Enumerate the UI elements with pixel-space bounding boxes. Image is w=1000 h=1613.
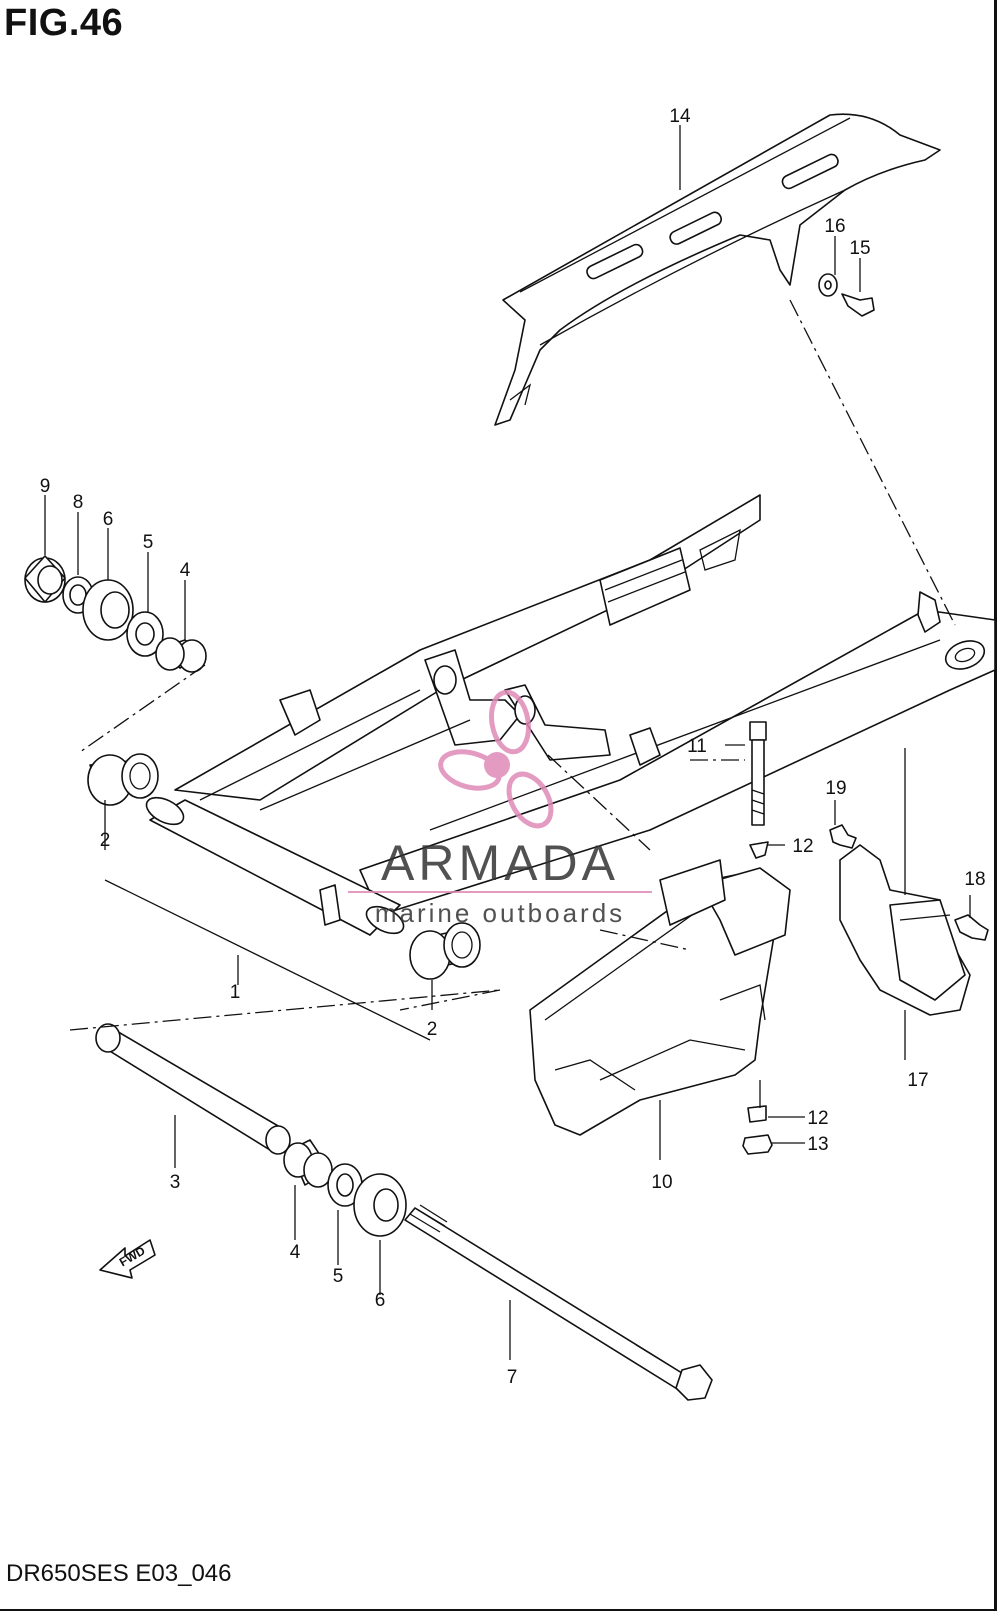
callout-14: 14 (669, 106, 691, 127)
propeller-logo-icon (438, 689, 554, 829)
seal-8-part[interactable] (62, 576, 94, 614)
callout-19: 19 (825, 778, 846, 799)
callout-3: 3 (170, 1172, 181, 1193)
bushing-2-upper-part[interactable] (87, 753, 159, 806)
callout-11: 11 (687, 736, 707, 757)
callout-9: 9 (40, 476, 51, 497)
callout-16: 16 (824, 216, 845, 237)
cap-9-part[interactable] (24, 555, 66, 603)
clip-nut-12-upper-part[interactable] (749, 841, 769, 859)
callout-10: 10 (651, 1172, 672, 1193)
washer-16-part[interactable] (818, 273, 838, 297)
watermark-brand: ARMADA (381, 835, 619, 891)
leader-lines (44, 125, 971, 1360)
watermark: ARMADA marine outboards (348, 689, 652, 928)
chain-guide-17-part[interactable] (839, 844, 971, 1016)
assembly-lines (69, 299, 956, 1031)
spacer-4-part[interactable] (155, 637, 207, 673)
callout-5: 5 (143, 532, 154, 553)
bolt-18-part[interactable] (954, 914, 989, 941)
nut-13-part[interactable] (742, 1134, 773, 1155)
callout-2-right: 2 (427, 1019, 438, 1040)
washer-5-part[interactable] (126, 611, 164, 657)
pivot-shaft-7-part[interactable] (404, 1204, 713, 1401)
callout-12-upper: 12 (792, 836, 813, 857)
fwd-arrow-icon: FWD (99, 1239, 156, 1279)
callout-4-lower: 4 (290, 1242, 301, 1263)
bearing-6-lower-part[interactable] (353, 1173, 407, 1237)
callout-18: 18 (964, 869, 985, 890)
callout-15: 15 (849, 238, 870, 259)
spacer-4-lower-part[interactable] (283, 1139, 333, 1188)
callout-12-lower: 12 (807, 1108, 828, 1129)
figure-title: FIG.46 (4, 2, 124, 44)
callout-2-left: 2 (100, 830, 111, 851)
bolt-19-part[interactable] (829, 824, 857, 849)
callout-7: 7 (507, 1367, 518, 1388)
watermark-tagline: marine outboards (375, 898, 625, 928)
callout-13: 13 (807, 1134, 828, 1155)
chain-case-part[interactable] (494, 113, 941, 426)
clip-nut-12-lower-part[interactable] (747, 1105, 767, 1123)
callout-8: 8 (73, 492, 84, 513)
callout-1: 1 (230, 982, 241, 1003)
bearing-6-part[interactable] (82, 579, 134, 641)
callout-4: 4 (180, 560, 191, 581)
callout-5-lower: 5 (333, 1266, 344, 1287)
chain-buffer-10-part[interactable] (529, 859, 791, 1136)
swingarm-part[interactable] (142, 494, 996, 939)
callout-17: 17 (907, 1070, 928, 1091)
callout-labels: 14 16 15 9 8 6 5 4 2 1 2 3 4 5 6 7 10 11… (40, 106, 986, 1388)
bushing-2-lower-part[interactable] (409, 922, 481, 980)
callout-6-lower: 6 (375, 1290, 386, 1311)
bolt-11-part[interactable] (749, 721, 767, 826)
pivot-tube-3-part[interactable] (95, 1023, 291, 1155)
figure-code: DR650SES E03_046 (6, 1560, 232, 1587)
bolt-15-part[interactable] (841, 293, 875, 317)
callout-6: 6 (103, 509, 114, 530)
